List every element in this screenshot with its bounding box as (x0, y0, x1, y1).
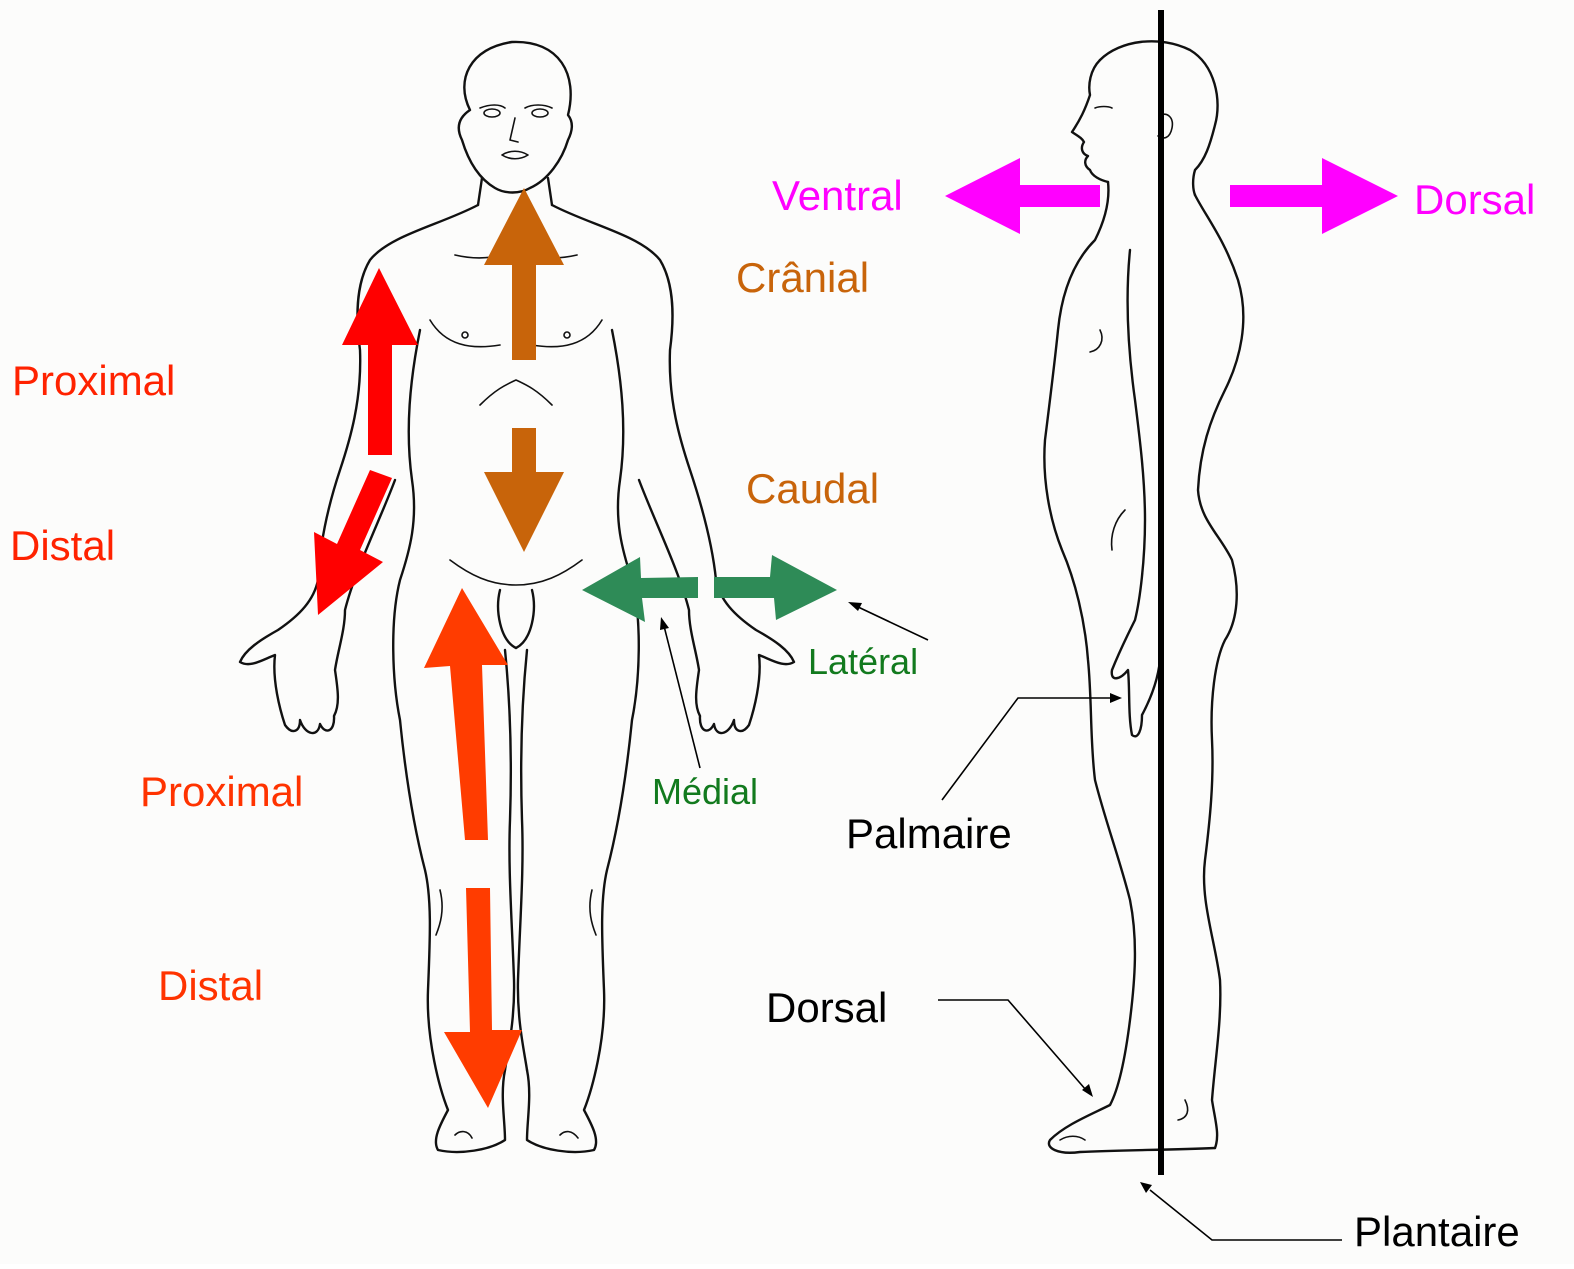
dorsal-arrow-icon (1230, 158, 1398, 234)
side-figure-icon (1044, 41, 1243, 1152)
dorsal-foot-label: Dorsal (766, 984, 887, 1031)
cranial-arrow-icon (484, 188, 564, 360)
leg-distal-arrow-icon (444, 888, 522, 1108)
ventral-arrow-icon (945, 158, 1100, 234)
palmaire-label: Palmaire (846, 810, 1012, 857)
dorsal-top-label: Dorsal (1414, 176, 1535, 223)
proximal-arm-label: Proximal (12, 357, 175, 404)
pointer-lines (660, 602, 1342, 1240)
ventral-label: Ventral (772, 172, 903, 219)
leg-proximal-arrow-icon (424, 588, 508, 840)
distal-arm-label: Distal (10, 522, 115, 569)
caudal-label: Caudal (746, 465, 879, 512)
caudal-arrow-icon (484, 428, 564, 552)
cranial-label: Crânial (736, 254, 869, 301)
arm-distal-arrow-icon (314, 470, 392, 615)
medial-arrow-icon (582, 557, 698, 622)
proximal-leg-label: Proximal (140, 768, 303, 815)
medial-label: Médial (652, 771, 758, 812)
distal-leg-label: Distal (158, 962, 263, 1009)
lateral-label: Latéral (808, 641, 918, 682)
plantaire-label: Plantaire (1354, 1208, 1520, 1255)
